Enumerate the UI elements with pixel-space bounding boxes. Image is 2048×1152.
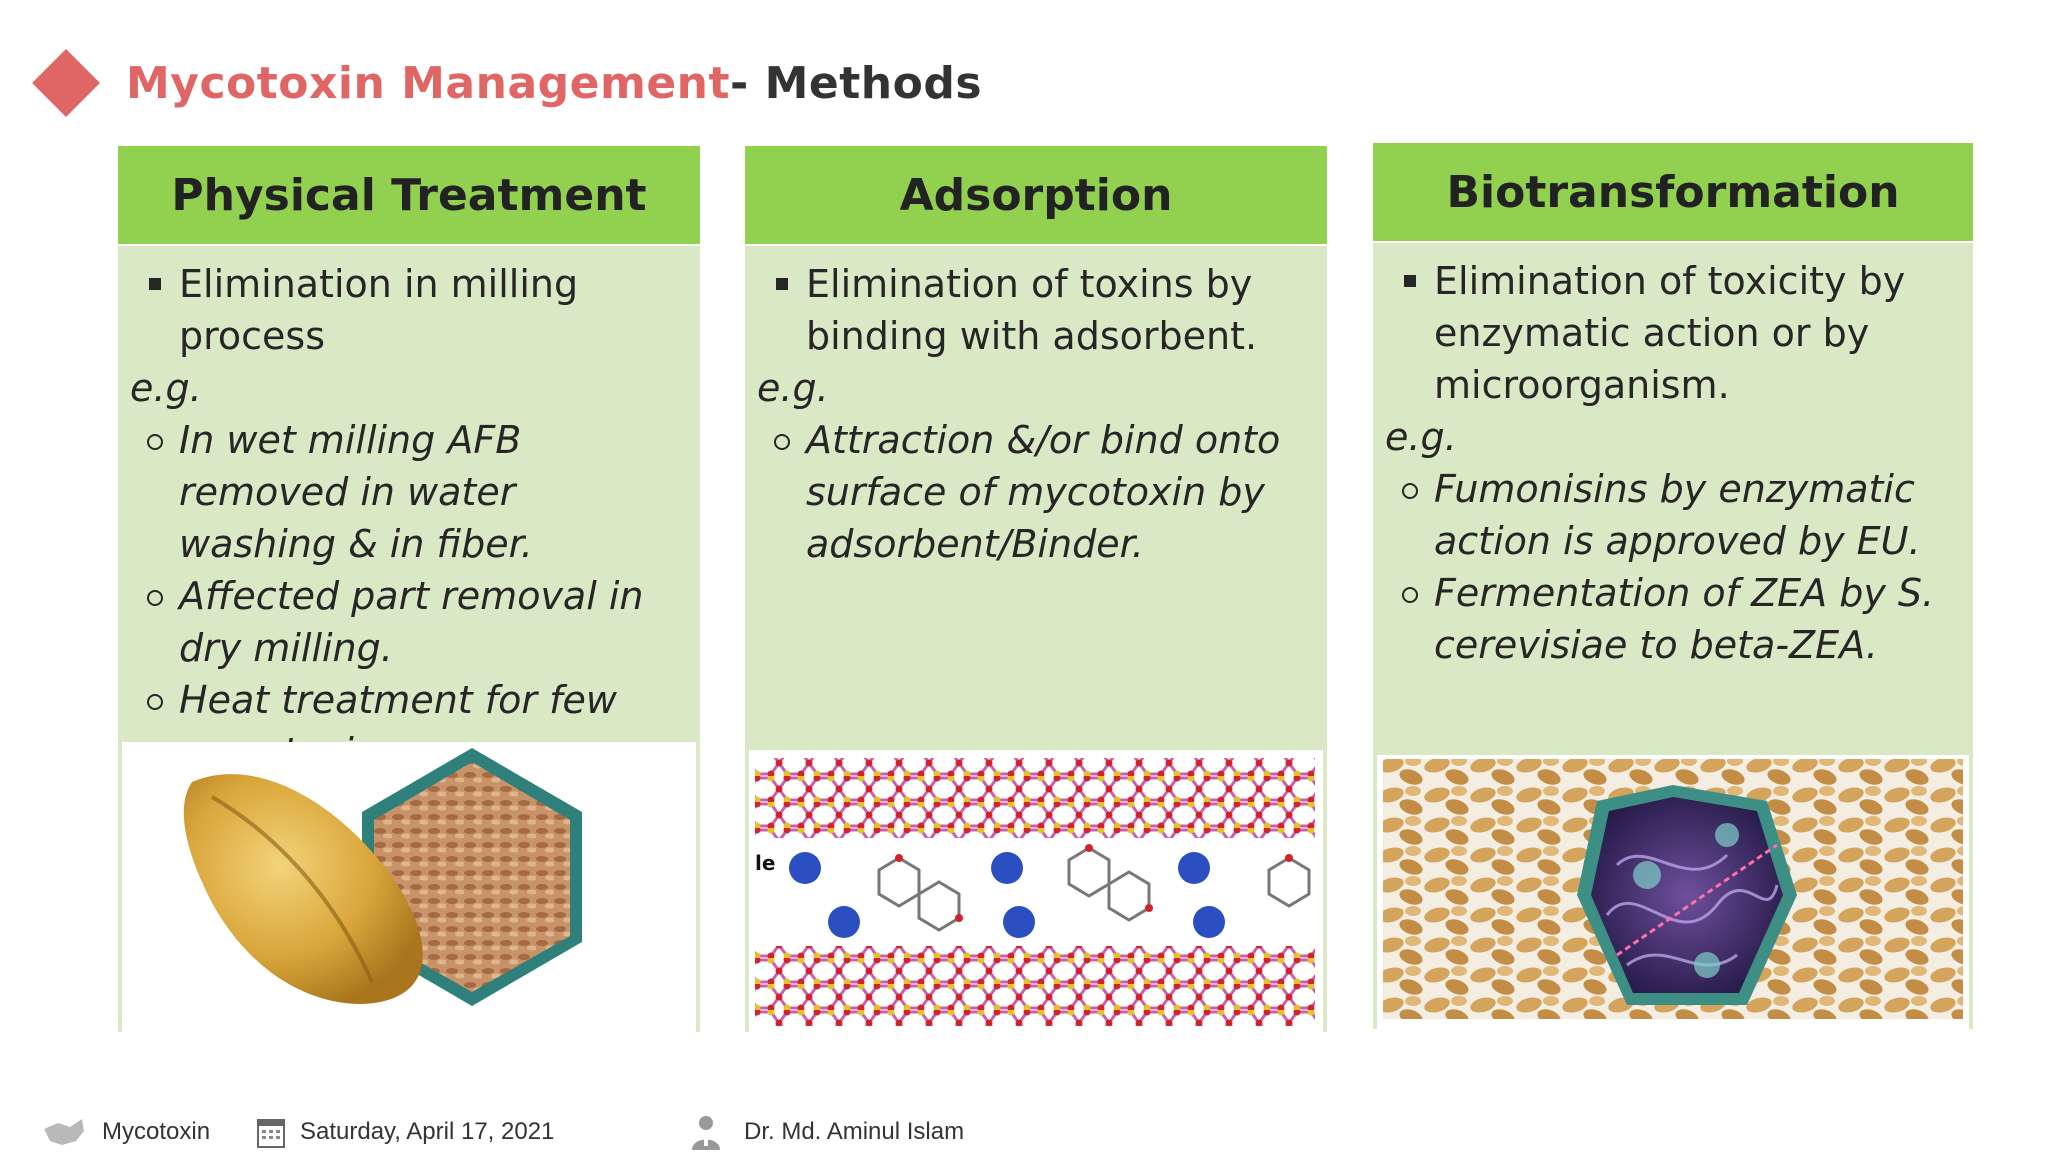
column-heading-text: Physical Treatment: [171, 169, 647, 221]
image-label-fragment: le: [755, 851, 775, 875]
eg-label: e.g.: [1385, 415, 1457, 459]
slide-title: Mycotoxin Management- Methods: [126, 58, 982, 109]
sub-bullet: Fermentation of ZEA by S. cerevisiae to …: [1385, 567, 1951, 671]
eg-label: e.g.: [757, 366, 829, 410]
footer-topic: Mycotoxin: [40, 1112, 210, 1152]
column-heading: Biotransformation: [1373, 143, 1973, 243]
square-bullet-icon: [148, 278, 161, 290]
eg-label: e.g.: [130, 366, 202, 410]
main-bullet: Elimination in milling process: [130, 258, 678, 362]
sub-bullet: In wet milling AFB removed in water wash…: [130, 414, 678, 570]
column-biotransformation: Biotransformation Elimination of toxicit…: [1373, 143, 1973, 1029]
adsorbent-structure-image: le: [749, 750, 1323, 1032]
column-body: Elimination of toxins by binding with ad…: [745, 246, 1327, 570]
square-bullet-icon: [775, 278, 788, 290]
column-adsorption: Adsorption Elimination of toxins by bind…: [745, 146, 1327, 1032]
column-body: Elimination in milling process e.g. In w…: [118, 246, 700, 778]
diamond-icon: [32, 49, 100, 117]
circle-bullet-icon: [146, 434, 163, 450]
circle-bullet-icon: [1401, 483, 1418, 499]
molecular-structure-illustration: le: [755, 758, 1315, 1026]
footer-date-text: Saturday, April 17, 2021: [300, 1118, 555, 1145]
sub-bullet: Attraction &/or bind onto surface of myc…: [757, 414, 1305, 570]
circle-bullet-icon: [1401, 587, 1418, 603]
column-physical-treatment: Physical Treatment Elimination in millin…: [118, 146, 700, 1032]
title-accent: Mycotoxin Management: [126, 57, 731, 109]
person-icon: [690, 1114, 722, 1150]
calendar-icon: [256, 1115, 286, 1149]
grains-microorganism-image: [1377, 755, 1969, 1029]
square-bullet-icon: [1403, 275, 1416, 287]
column-body: Elimination of toxicity by enzymatic act…: [1373, 243, 1973, 671]
sub-bullet: Fumonisins by enzymatic action is approv…: [1385, 463, 1951, 567]
sub-bullet: Affected part removal in dry milling.: [130, 570, 678, 674]
footer-topic-text: Mycotoxin: [102, 1118, 211, 1145]
wheat-grain-illustration: [183, 748, 582, 1006]
circle-bullet-icon: [146, 590, 163, 606]
map-icon: [40, 1115, 88, 1149]
grains-and-enzyme-illustration: [1383, 759, 1963, 1019]
footer-author-text: Dr. Md. Aminul Islam: [744, 1118, 965, 1145]
title-rest: - Methods: [730, 57, 983, 109]
circle-bullet-icon: [146, 694, 163, 710]
grain-image: [122, 742, 696, 1032]
column-heading: Adsorption: [745, 146, 1327, 246]
circle-bullet-icon: [773, 434, 790, 450]
column-heading: Physical Treatment: [118, 146, 700, 246]
column-heading-text: Biotransformation: [1446, 166, 1900, 218]
main-bullet: Elimination of toxins by binding with ad…: [757, 258, 1305, 362]
slide-title-row: Mycotoxin Management- Methods: [32, 48, 982, 118]
main-bullet: Elimination of toxicity by enzymatic act…: [1385, 255, 1951, 411]
footer-date: Saturday, April 17, 2021: [256, 1112, 554, 1152]
column-heading-text: Adsorption: [899, 169, 1173, 221]
footer-author: Dr. Md. Aminul Islam: [690, 1112, 964, 1152]
